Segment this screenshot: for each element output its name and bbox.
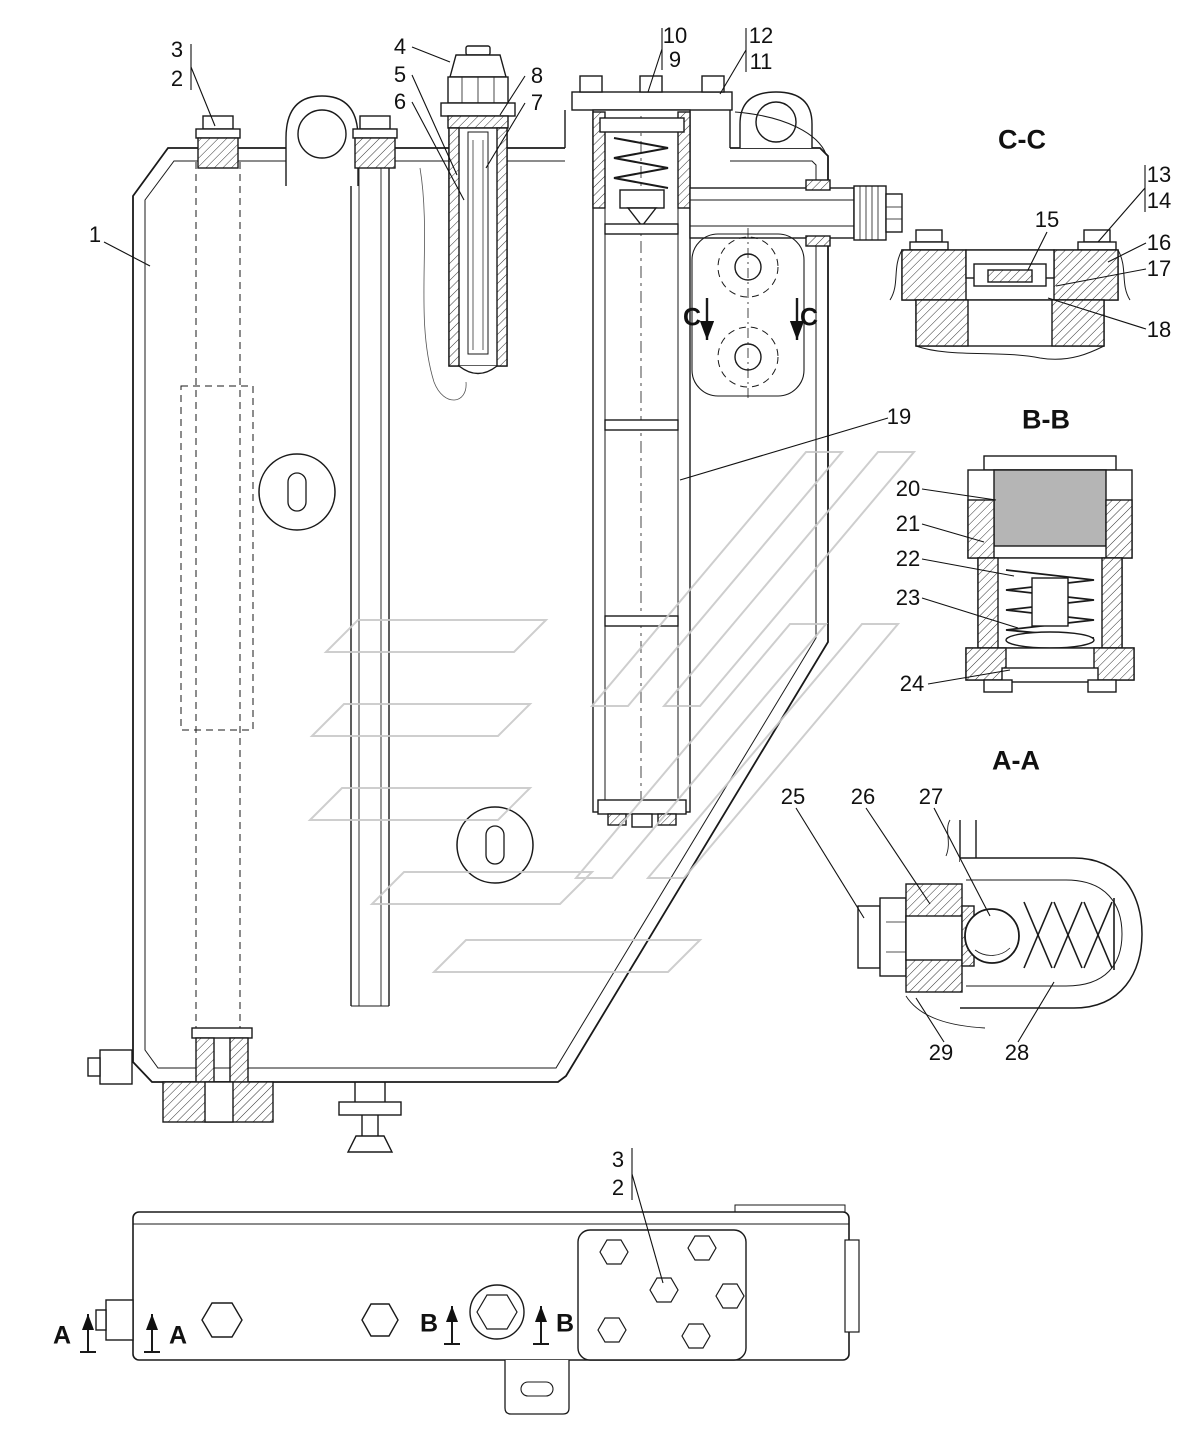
cut-letter-a-left: A [52, 1321, 72, 1350]
callout-19: 19 [886, 404, 912, 429]
callout-18: 18 [1146, 317, 1172, 342]
callout-29: 29 [928, 1040, 954, 1065]
callout-16: 16 [1146, 230, 1172, 255]
callout-15: 15 [1034, 207, 1060, 232]
callout-17: 17 [1146, 256, 1172, 281]
callout-9: 9 [668, 47, 682, 72]
callout-22: 22 [895, 546, 921, 571]
callout-11: 11 [749, 49, 773, 74]
breather-cap [993, 469, 1107, 547]
callout-13: 13 [1146, 162, 1172, 187]
callout-26: 26 [850, 784, 876, 809]
callout-6: 6 [393, 89, 407, 114]
callout-23: 23 [895, 585, 921, 610]
callout-2-bottom: 2 [611, 1175, 625, 1200]
callout-3-bottom: 3 [611, 1147, 625, 1172]
callout-8: 8 [530, 63, 544, 88]
main-tank-view [87, 45, 903, 1153]
callout-3-top: 3 [170, 37, 184, 62]
callout-5: 5 [393, 62, 407, 87]
section-bb-view [965, 455, 1135, 693]
callout-21: 21 [895, 511, 921, 536]
section-label-cc: C-C [998, 124, 1046, 155]
callout-20: 20 [895, 476, 921, 501]
section-label-aa: A-A [992, 745, 1040, 776]
callout-14: 14 [1146, 188, 1172, 213]
callout-24: 24 [899, 671, 925, 696]
callout-27: 27 [918, 784, 944, 809]
callout-leader-lines [103, 28, 1147, 1284]
callout-28: 28 [1004, 1040, 1030, 1065]
cut-letter-a-right: A [168, 1321, 188, 1350]
section-aa-view [857, 819, 1143, 1029]
watermark-chevrons [307, 451, 917, 973]
callout-4: 4 [393, 34, 407, 59]
cut-letter-b-left: B [419, 1309, 439, 1338]
callout-7: 7 [530, 90, 544, 115]
cut-letter-c-left: C [682, 303, 702, 332]
section-cc-view [889, 229, 1131, 360]
section-label-bb: B-B [1022, 404, 1070, 435]
callout-10: 10 [662, 23, 688, 48]
callout-1: 1 [88, 222, 102, 247]
callout-2-top: 2 [170, 66, 184, 91]
cut-letter-b-right: B [555, 1309, 575, 1338]
callout-12: 12 [748, 23, 774, 48]
bottom-view [80, 1204, 860, 1415]
cut-letter-c-right: C [799, 303, 819, 332]
callout-25: 25 [780, 784, 806, 809]
